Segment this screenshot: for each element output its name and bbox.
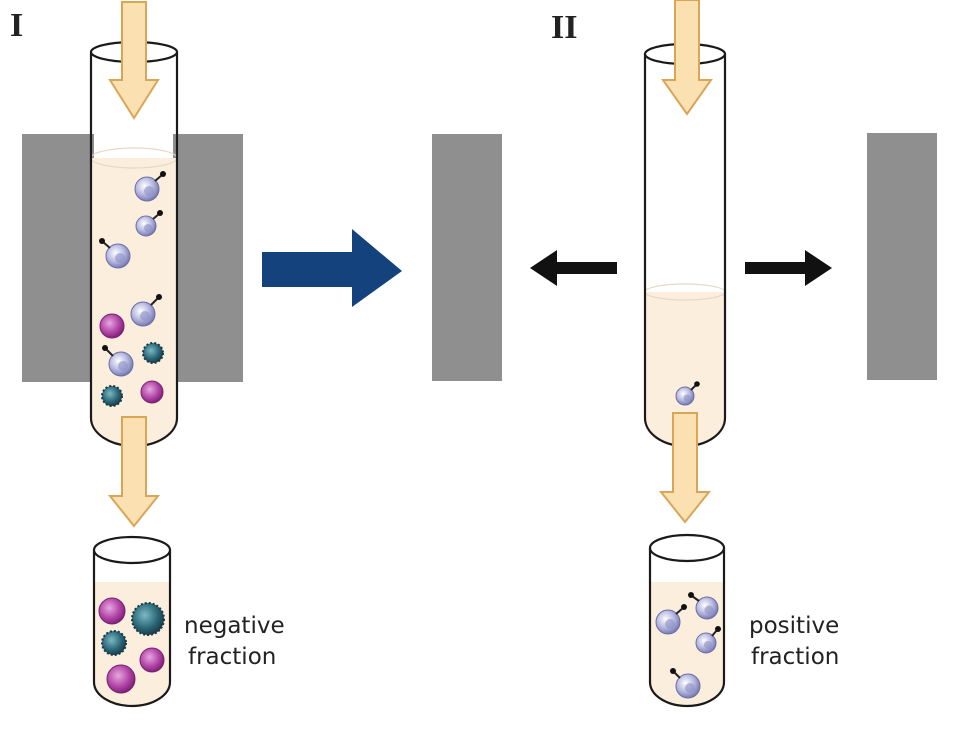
labeled-cell <box>675 381 700 406</box>
flow-in-arrow-step2 <box>661 0 713 116</box>
magnet-right-step2 <box>867 133 937 380</box>
collection-tube-negative <box>92 535 172 708</box>
labeled-cell <box>130 294 162 327</box>
magnet-left-step2 <box>432 134 502 381</box>
teal-cell <box>131 602 165 636</box>
labeled-cell <box>688 592 719 620</box>
positive-fraction-label-line1: positive <box>749 613 839 639</box>
labeled-cell <box>135 210 163 237</box>
magenta-cell <box>106 664 136 694</box>
labeled-cell <box>102 345 134 377</box>
positive-fraction-label-line2: fraction <box>751 644 839 670</box>
tube-wall <box>648 548 726 708</box>
magnet-right-step1 <box>173 134 243 382</box>
magnet-removed-left-arrow <box>530 250 617 286</box>
cells-step1-column <box>99 171 166 407</box>
magenta-cell <box>139 647 165 673</box>
step-one-label: I <box>10 7 23 44</box>
process-arrow <box>262 229 402 307</box>
tube-rim <box>648 533 726 563</box>
labeled-cell <box>134 171 166 202</box>
column-step2 <box>643 42 727 448</box>
flow-in-arrow-step1 <box>108 1 160 120</box>
magnet-left-step1 <box>22 134 94 382</box>
teal-cell <box>142 342 164 364</box>
tube-rim <box>92 535 172 565</box>
column-liquid <box>645 292 725 446</box>
negative-fraction-label-line2: fraction <box>188 644 276 670</box>
magenta-cell <box>99 313 125 339</box>
flow-out-arrow-step2 <box>658 412 712 524</box>
step-two-label: II <box>551 9 577 46</box>
labeled-cell <box>670 668 701 699</box>
magenta-cell <box>140 380 164 404</box>
collection-tube-positive <box>648 533 726 708</box>
magenta-cell <box>98 597 126 625</box>
labeled-cell <box>695 626 721 654</box>
negative-fraction-label-line1: negative <box>184 613 285 639</box>
teal-cell <box>101 630 127 656</box>
labeled-cell <box>99 238 131 269</box>
labeled-cell <box>655 604 687 635</box>
magnet-removed-right-arrow <box>745 250 832 286</box>
tube-wall <box>92 550 172 708</box>
teal-cell <box>101 385 123 407</box>
flow-out-arrow-step1 <box>107 416 161 528</box>
